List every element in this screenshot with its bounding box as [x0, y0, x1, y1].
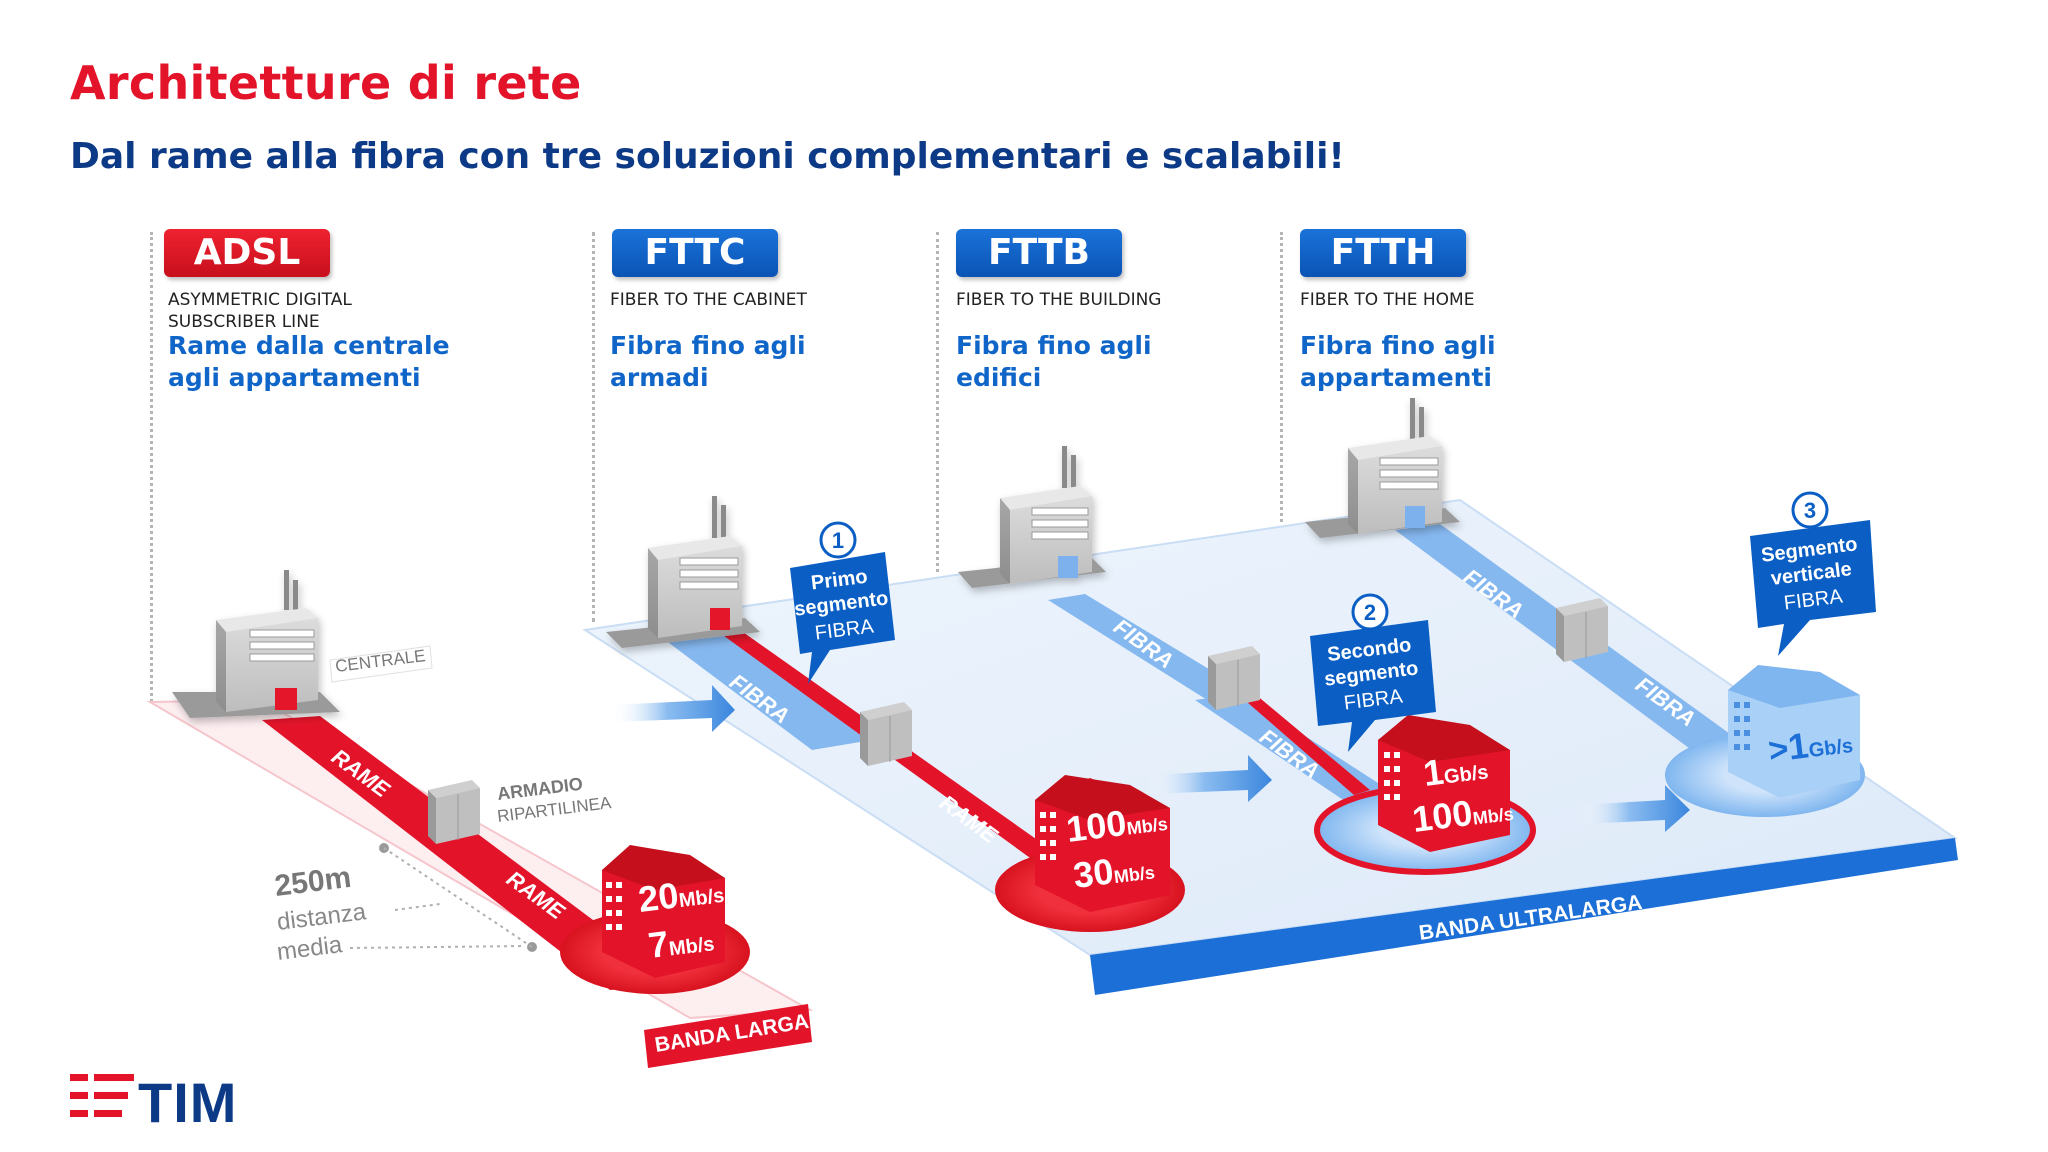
callout-3: 3 Segmento verticale FIBRA	[1750, 491, 1876, 656]
column-divider	[1280, 232, 1283, 522]
street-cabinet	[428, 780, 480, 844]
fttb-full-name: FIBER TO THE BUILDING	[956, 290, 1162, 310]
fttc-down-speed: 100	[1064, 802, 1129, 850]
ftth-speed: 1	[1786, 724, 1811, 767]
fttc-fiber-line	[665, 630, 872, 750]
svg-text:>1Gb/s: >1Gb/s	[1766, 719, 1855, 770]
central-office-ftth	[1305, 398, 1460, 538]
distance-caption: media	[275, 931, 344, 966]
fttb-up-speed: 100	[1410, 792, 1475, 840]
flow-arrow	[612, 685, 735, 732]
fttc-subscriber: 100Mb/s 30Mb/s	[995, 775, 1185, 932]
ftth-full-name: FIBER TO THE HOME	[1300, 290, 1475, 310]
column-divider	[150, 232, 153, 702]
callout-number: 2	[1364, 600, 1376, 625]
page-subtitle: Dal rame alla fibra con tre soluzioni co…	[70, 136, 1345, 177]
flow-arrow	[1580, 785, 1690, 832]
fttc-up-speed: 30	[1071, 850, 1116, 896]
central-office-fttc	[606, 496, 760, 648]
distance-caption: distanza	[275, 898, 368, 936]
fttb-description: Fibra fino agli edifici	[956, 331, 1152, 392]
central-office-fttb	[958, 446, 1106, 588]
column-divider	[936, 232, 939, 572]
tim-logo-icon	[70, 1074, 134, 1117]
fttb-fiber-line	[1048, 594, 1260, 708]
svg-text:1Gb/s: 1Gb/s	[1421, 745, 1490, 794]
fttb-subscriber: 1Gb/s 100Mb/s	[1314, 715, 1536, 875]
fttc-description: Fibra fino agli armadi	[610, 331, 806, 392]
badge-adsl: ADSL	[164, 229, 330, 277]
column-divider	[592, 232, 595, 622]
callout-1: 1 Primo segmento FIBRA	[790, 521, 895, 684]
street-cabinet	[1208, 646, 1260, 710]
tim-logo-text: TIM	[138, 1071, 238, 1134]
street-cabinet	[1556, 598, 1608, 662]
distance-value: 250m	[273, 861, 353, 903]
adsl-full-name: ASYMMETRIC DIGITAL SUBSCRIBER LINE	[168, 290, 352, 332]
central-office-adsl	[172, 570, 340, 718]
adsl-up-speed: 7	[646, 923, 671, 966]
ftth-speed-unit: Gb/s	[1808, 735, 1855, 762]
svg-text:100Mb/s: 100Mb/s	[1064, 797, 1169, 850]
adsl-copper-line	[262, 716, 680, 990]
svg-text:20Mb/s: 20Mb/s	[636, 869, 726, 920]
fttb-copper-segment	[1240, 694, 1370, 795]
badge-fttb: FTTB	[956, 229, 1122, 277]
fttc-full-name: FIBER TO THE CABINET	[610, 290, 807, 310]
callout-number: 1	[832, 528, 844, 553]
callout-number: 3	[1804, 498, 1816, 523]
ftth-subscriber: >1Gb/s	[1665, 665, 1865, 817]
platform-front-edge	[1090, 838, 1958, 995]
fttb-down-speed: 1	[1421, 751, 1446, 794]
badge-ftth: FTTH	[1300, 229, 1466, 277]
fttc-up-unit: Mb/s	[1113, 862, 1156, 887]
svg-text:30Mb/s: 30Mb/s	[1071, 845, 1156, 896]
svg-text:100Mb/s: 100Mb/s	[1410, 787, 1515, 840]
fttb-up-unit: Mb/s	[1472, 804, 1515, 829]
adsl-down-speed: 20	[636, 874, 681, 920]
centrale-tag: CENTRALE	[329, 645, 433, 683]
ftth-description: Fibra fino agli appartamenti	[1300, 331, 1496, 392]
callout-2: 2 Secondo segmento FIBRA	[1310, 593, 1436, 752]
adsl-subscriber: 20Mb/s 7Mb/s	[560, 845, 750, 994]
fttc-down-unit: Mb/s	[1126, 814, 1169, 839]
badge-fttc: FTTC	[612, 229, 778, 277]
ftth-speed-prefix: >	[1766, 730, 1790, 770]
fttb-down-unit: Gb/s	[1443, 761, 1490, 788]
flow-arrow	[1148, 755, 1272, 802]
page-title: Architetture di rete	[70, 56, 582, 110]
adsl-description: Rame dalla centrale agli appartamenti	[168, 331, 450, 392]
street-cabinet	[860, 702, 912, 766]
